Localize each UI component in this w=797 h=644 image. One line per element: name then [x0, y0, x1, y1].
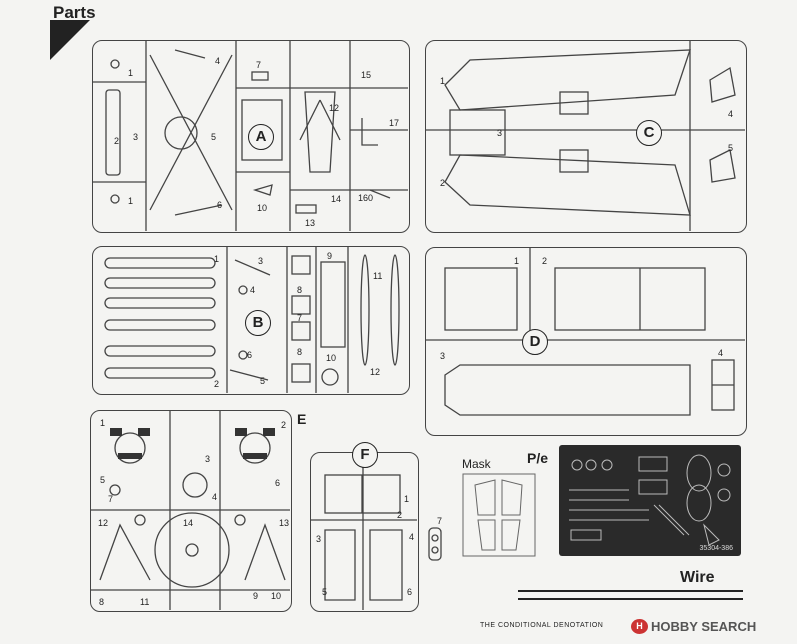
part-a6: 6 — [217, 200, 223, 210]
part-d3: 3 — [440, 351, 446, 361]
mask-label: Mask — [462, 457, 491, 471]
sprue-c-letter: C — [636, 120, 662, 146]
part-c3: 3 — [497, 128, 503, 138]
part-a5: 5 — [211, 132, 217, 142]
part-e13: 13 — [279, 518, 290, 528]
part-a4: 4 — [215, 56, 221, 66]
sprue-b-letter: B — [245, 310, 271, 336]
part-f5: 5 — [322, 587, 328, 597]
sprue-e-letter: E — [297, 411, 307, 427]
part-b5: 5 — [260, 376, 266, 386]
part-e4: 4 — [212, 492, 218, 502]
part-a160: 160 — [358, 193, 374, 203]
part-a7: 7 — [256, 60, 262, 70]
part-b10: 10 — [326, 353, 337, 363]
wire-line-1 — [518, 590, 743, 592]
watermark: HOBBY SEARCH — [651, 619, 757, 634]
part-c4: 4 — [728, 109, 734, 119]
part-e3: 3 — [205, 454, 211, 464]
part-e10: 10 — [271, 591, 282, 601]
part-a14: 14 — [331, 194, 342, 204]
page-title: Parts — [53, 3, 96, 22]
part-a1b: 1 — [128, 196, 134, 206]
part-e5: 5 — [100, 475, 106, 485]
sprue-f-letter: F — [352, 442, 378, 468]
part-b12: 12 — [370, 367, 381, 377]
part-f1: 1 — [404, 494, 410, 504]
part-a17: 17 — [389, 118, 400, 128]
footer-text: THE CONDITIONAL DENOTATION — [480, 622, 604, 629]
part-e8: 8 — [99, 597, 105, 607]
part-b11: 11 — [373, 271, 383, 281]
part-a15: 15 — [361, 70, 372, 80]
part-e6: 6 — [275, 478, 281, 488]
part-d1: 1 — [514, 256, 520, 266]
part-f3: 3 — [316, 534, 322, 544]
part-e14: 14 — [183, 518, 194, 528]
sprue-d-letter: D — [522, 329, 548, 355]
part-c2: 2 — [440, 178, 446, 188]
part-b4: 4 — [250, 285, 256, 295]
part-e2: 2 — [281, 420, 287, 430]
part-b8: 8 — [297, 285, 303, 295]
part-e1: 1 — [100, 418, 106, 428]
sprue-a-letter: A — [248, 124, 274, 150]
part-b2: 2 — [214, 379, 220, 389]
wire-label: Wire — [680, 569, 715, 586]
part-e9: 9 — [253, 591, 259, 601]
part-a1: 1 — [128, 68, 134, 78]
part-a13: 13 — [305, 218, 316, 228]
part-b6: 6 — [247, 350, 253, 360]
photo-etch-fret: 35304-386 — [559, 445, 741, 556]
part-e12: 12 — [98, 518, 109, 528]
part-b9: 9 — [327, 251, 333, 261]
part-a2: 2 — [114, 136, 120, 146]
part-c1: 1 — [440, 76, 446, 86]
part-c5: 5 — [728, 143, 734, 153]
part-d2: 2 — [542, 256, 548, 266]
part-a10: 10 — [257, 203, 268, 213]
part-b8b: 8 — [297, 347, 303, 357]
part-f7: 7 — [437, 516, 443, 526]
part-e11: 11 — [140, 597, 150, 607]
hobby-search-logo-icon: H — [631, 619, 648, 634]
pe-label: P/e — [527, 450, 549, 466]
part-f6: 6 — [407, 587, 413, 597]
part-f4: 4 — [409, 532, 415, 542]
part-e7: 7 — [108, 494, 114, 504]
part-a3: 3 — [133, 132, 139, 142]
pe-code: 35304-386 — [699, 545, 733, 552]
part-b1: 1 — [214, 254, 220, 264]
corner-triangle — [50, 20, 90, 60]
part-d4: 4 — [718, 348, 724, 358]
part-a12: 12 — [329, 103, 340, 113]
part-f2: 2 — [397, 510, 403, 520]
wire-line-2 — [518, 598, 743, 600]
part-b7: 7 — [297, 313, 303, 323]
part-b3: 3 — [258, 256, 264, 266]
